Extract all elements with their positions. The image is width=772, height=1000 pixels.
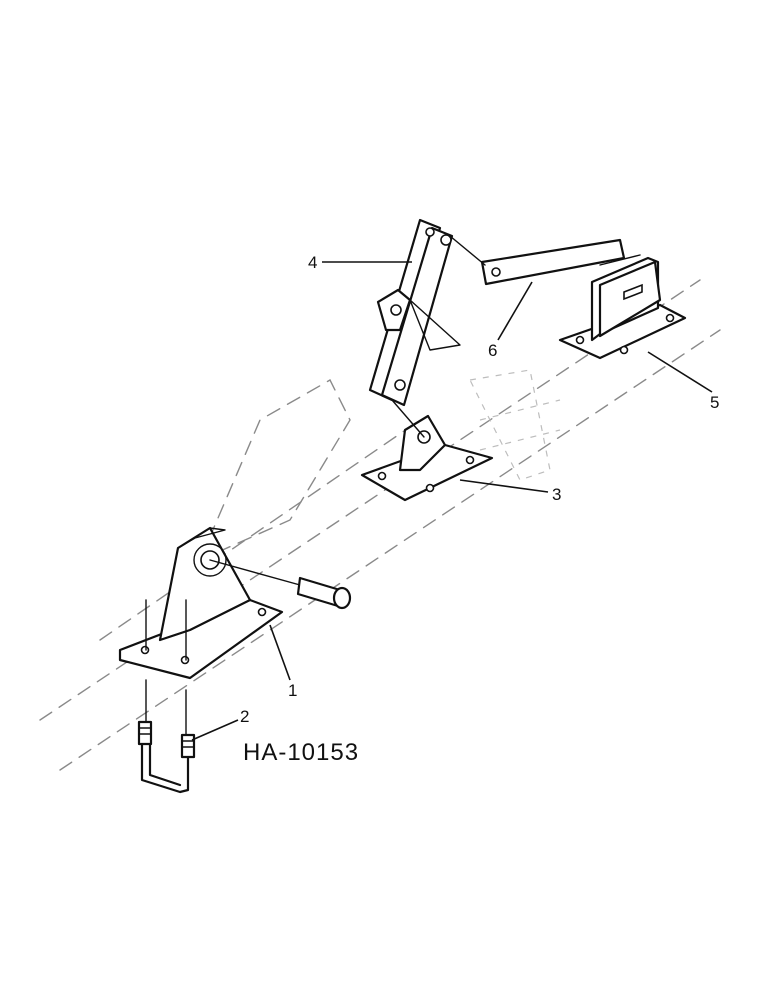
callout-5: 5: [710, 393, 719, 412]
pin: [209, 559, 352, 610]
leader-lines: [191, 261, 713, 741]
callout-4: 4: [308, 253, 317, 272]
part-4-link-arm: [368, 218, 461, 438]
callout-6: 6: [488, 341, 497, 360]
part-1-bracket: [118, 526, 284, 680]
part-5-end-bracket: [558, 256, 687, 360]
phantom-frame: [39, 279, 721, 771]
part-3-bracket: [360, 414, 494, 502]
part-6-connecting-bar: [449, 235, 641, 286]
callout-1: 1: [288, 681, 297, 700]
part-2-u-bolt: [137, 679, 196, 794]
callout-2: 2: [240, 707, 249, 726]
callouts: 1 2 3 4 5 6: [240, 253, 719, 726]
callout-3: 3: [552, 485, 561, 504]
drawing-code: HA-10153: [243, 739, 359, 766]
